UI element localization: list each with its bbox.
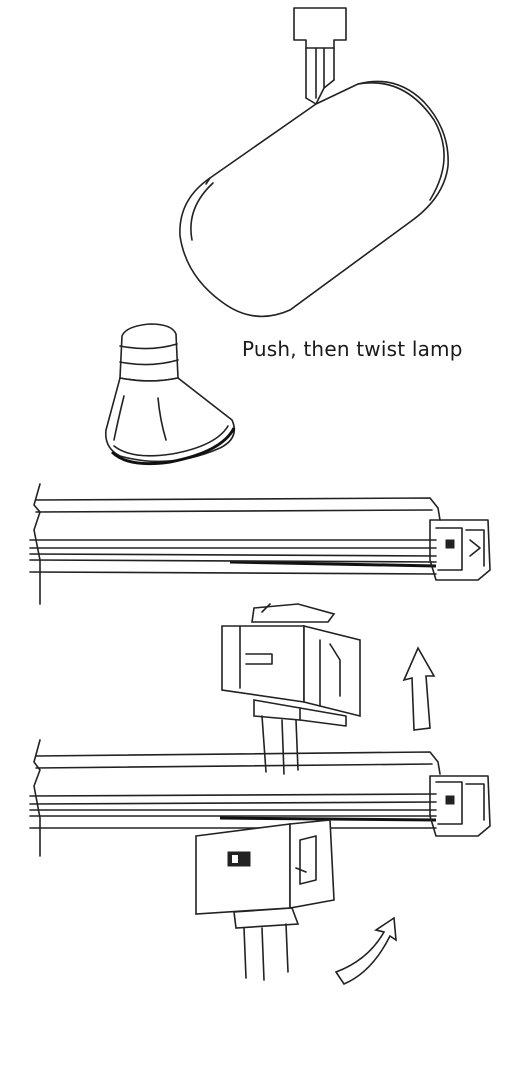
lamp-bulb [104, 323, 236, 466]
instruction-caption: Push, then twist lamp [242, 337, 463, 361]
track-adapter-insert [221, 603, 361, 775]
track-head-fixture [179, 7, 449, 318]
track-rail-top [29, 483, 491, 605]
track-rail-bottom [29, 739, 491, 857]
up-arrow-icon [402, 646, 436, 731]
track-adapter-installed [195, 819, 335, 981]
twist-arrow-icon [334, 916, 397, 985]
